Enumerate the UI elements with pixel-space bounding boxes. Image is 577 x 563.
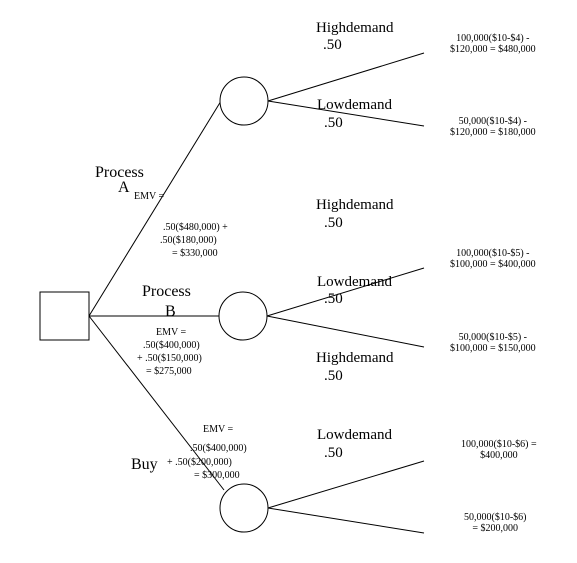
probability-b-high: .50 <box>324 215 343 231</box>
event-label-b-low: Lowdemand <box>317 274 392 290</box>
outcome-line-a-low <box>267 100 425 127</box>
emv-label-buy: EMV = <box>203 424 234 435</box>
branch-line-process-a <box>88 100 222 317</box>
payoff-line: $120,000 = $480,000 <box>450 43 536 55</box>
alternative-label-process-b-letter: B <box>165 303 176 320</box>
outcome-line-b-low <box>266 315 425 348</box>
emv-calc-buy: .50($400,000) <box>190 443 247 454</box>
chance-node-buy <box>219 483 269 533</box>
payoff-line: = $200,000 <box>472 522 519 534</box>
event-label-a-low: Lowdemand <box>317 97 392 113</box>
branch-line-buy <box>88 315 225 491</box>
alternative-label-buy: Buy <box>131 456 158 473</box>
probability-a-high: .50 <box>323 37 342 53</box>
alternative-label-process-a-letter: A <box>118 179 130 196</box>
emv-calc-buy: + .50($200,000) <box>167 457 232 468</box>
probability-buy-low: .50 <box>324 445 343 461</box>
payoff-line: 50,000($10-$5) - <box>458 332 527 343</box>
payoff-line: 50,000($10-$4) - <box>458 116 527 127</box>
payoff-buy-high: 100,000($10-$6) = $400,000 <box>461 439 537 461</box>
event-label-a-high: Highdemand <box>316 20 394 36</box>
alternative-label-process-a: Process <box>95 164 144 181</box>
outcome-line-b-high <box>266 267 425 317</box>
emv-label-process-b: EMV = <box>156 327 187 338</box>
emv-label-process-a: EMV = <box>134 191 165 202</box>
payoff-line: $400,000 <box>480 449 518 461</box>
outcome-line-buy-high <box>267 460 425 509</box>
payoff-line: 50,000($10-$6) <box>464 512 527 523</box>
payoff-line: 100,000($10-$6) = <box>461 439 537 450</box>
outcome-line-buy-low <box>267 507 425 534</box>
payoff-line: $120,000 = $180,000 <box>450 126 536 138</box>
emv-result-process-a: = $330,000 <box>172 248 218 259</box>
emv-calc-process-a: .50($180,000) <box>160 235 217 246</box>
probability-buy-high: .50 <box>324 368 343 384</box>
event-label-buy-high: Highdemand <box>316 350 394 366</box>
payoff-line: $100,000 = $150,000 <box>450 342 536 354</box>
payoff-line: 100,000($10-$4) - <box>456 33 530 44</box>
emv-calc-process-a: .50($480,000) + <box>163 222 228 233</box>
payoff-a-high: 100,000($10-$4) - $120,000 = $480,000 <box>450 33 536 55</box>
chance-node-process-b <box>218 291 268 341</box>
payoff-b-low: 50,000($10-$5) - $100,000 = $150,000 <box>450 332 536 354</box>
emv-result-process-b: = $275,000 <box>146 366 192 377</box>
event-label-buy-low: Lowdemand <box>317 427 392 443</box>
emv-calc-process-b: + .50($150,000) <box>137 353 202 364</box>
alternative-label-process-b: Process <box>142 283 191 300</box>
payoff-b-high: 100,000($10-$5) - $100,000 = $400,000 <box>450 248 536 270</box>
payoff-buy-low: 50,000($10-$6) = $200,000 <box>464 512 527 534</box>
emv-calc-process-b: .50($400,000) <box>143 340 200 351</box>
chance-node-process-a <box>219 76 269 126</box>
event-label-b-high: Highdemand <box>316 197 394 213</box>
payoff-a-low: 50,000($10-$4) - $120,000 = $180,000 <box>450 116 536 138</box>
emv-result-buy: = $300,000 <box>194 470 240 481</box>
payoff-line: 100,000($10-$5) - <box>456 248 530 259</box>
probability-b-low: .50 <box>324 291 343 307</box>
payoff-line: $100,000 = $400,000 <box>450 258 536 270</box>
probability-a-low: .50 <box>324 115 343 131</box>
decision-node <box>39 291 90 341</box>
outcome-line-a-high <box>267 52 425 102</box>
